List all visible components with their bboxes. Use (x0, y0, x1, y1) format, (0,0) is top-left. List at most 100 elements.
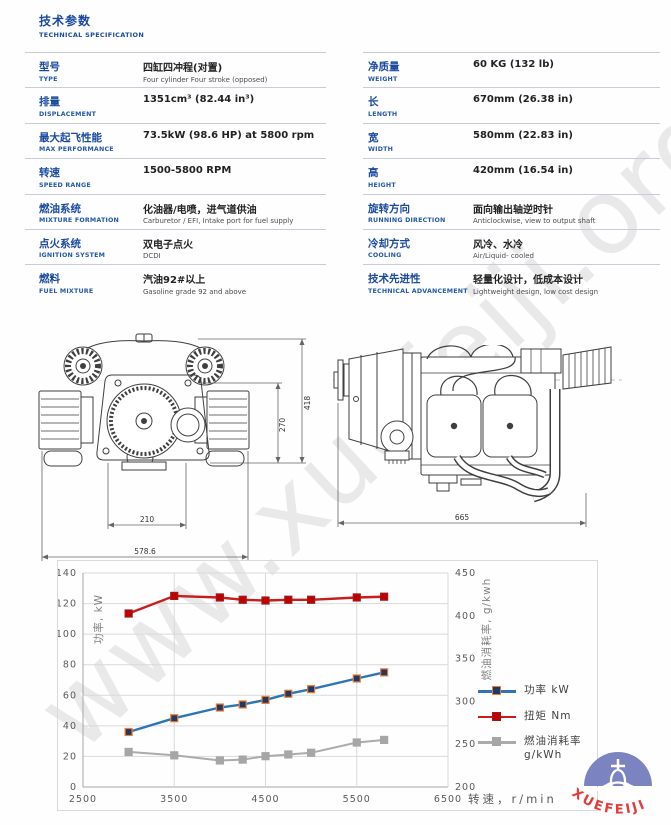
spec-value: 面向输出轴逆时针 (473, 204, 553, 216)
spec-label-zh: 型号 (39, 61, 60, 73)
svg-text:6500: 6500 (434, 794, 462, 805)
spec-label-en: SPEED RANGE (39, 181, 91, 189)
legend-swatch (478, 711, 516, 723)
spec-value: 化油器/电喷，进气道供油 (143, 204, 257, 216)
page-subtitle: TECHNICAL SPECIFICATION (39, 31, 145, 39)
performance-chart-panel (57, 560, 598, 811)
dim-270: 270 (278, 418, 287, 433)
spec-value-sub: Lightweight design, low cost design (473, 287, 599, 296)
chart-legend: 功率 kW 扭矩 Nm 燃油消耗率 g/kWh (478, 684, 596, 775)
spec-label-en: MIXTURE FORMATION (39, 217, 120, 225)
spec-value-sub: Four cylinder Four stroke (opposed) (143, 75, 268, 84)
spec-value: 580mm (22.83 in) (473, 129, 573, 141)
spec-label-zh: 长 (368, 96, 379, 109)
spec-value: 670mm (26.38 in) (473, 94, 573, 106)
spec-label-zh: 冷却方式 (368, 237, 410, 250)
legend-item: 扭矩 Nm (478, 710, 596, 724)
engine-side-view-drawing: 665 (333, 345, 622, 527)
spec-label-en: TECHNICAL ADVANCEMENT (368, 287, 468, 295)
spec-value: 四缸四冲程(对置) (143, 63, 223, 74)
spec-label-zh: 最大起飞性能 (39, 131, 102, 144)
engine-front-view-drawing: 418 270 210 578.6 (38, 333, 312, 561)
svg-text:2500: 2500 (69, 794, 97, 805)
spec-label-en: DISPLACEMENT (39, 110, 97, 118)
spec-value-sub: Air/Liquid- cooled (473, 252, 534, 261)
dim-665: 665 (455, 513, 470, 522)
spec-label-en: HEIGHT (368, 181, 396, 189)
spec-row-max-performance: 最大起飞性能 MAX PERFORMANCE 73.5kW (98.6 HP) a… (25, 122, 326, 158)
spec-value-sub: Carburetor / EFI, Intake port for fuel s… (143, 217, 294, 226)
spec-label-en: WIDTH (368, 146, 394, 154)
legend-item: 功率 kW (478, 684, 596, 698)
svg-text:燃油消耗率, g/kwh: 燃油消耗率, g/kwh (480, 578, 493, 681)
svg-text:350: 350 (455, 654, 476, 665)
dim-210: 210 (140, 515, 155, 524)
dim-578-6: 578.6 (134, 547, 156, 556)
spec-label-zh: 转速 (39, 167, 60, 180)
spec-row-width: 宽 WIDTH 580mm (22.83 in) (363, 122, 660, 158)
spec-value: 轻量化设计，低成本设计 (473, 275, 583, 287)
spec-row-weight: 净质量 WEIGHT 60 KG (132 lb) (363, 52, 660, 87)
legend-label: 功率 kW (524, 684, 570, 696)
spec-label-en: COOLING (368, 252, 402, 260)
dim-418: 418 (303, 396, 312, 411)
spec-value-sub: DCDI (143, 252, 161, 261)
spec-label-zh: 旋转方向 (368, 202, 410, 215)
spec-value: 420mm (16.54 in) (473, 165, 573, 177)
page-header: 技术参数 TECHNICAL SPECIFICATION (39, 12, 144, 39)
spec-value: 60 KG (132 lb) (473, 59, 554, 70)
svg-text:100: 100 (58, 629, 77, 640)
spec-label-en: IGNITION SYSTEM (39, 252, 106, 260)
page-title: 技术参数 (39, 14, 92, 28)
spec-label-en: LENGTH (368, 110, 398, 118)
spec-value: 1500-5800 RPM (143, 165, 232, 177)
spec-label-zh: 宽 (368, 131, 379, 144)
svg-text:250: 250 (455, 739, 476, 750)
svg-text:200: 200 (455, 782, 476, 793)
svg-text:5500: 5500 (343, 794, 371, 805)
svg-text:20: 20 (63, 751, 77, 762)
svg-text:450: 450 (455, 568, 476, 579)
spec-label-en: WEIGHT (368, 75, 398, 83)
spec-label-en: FUEL MIXTURE (39, 287, 94, 295)
spec-value: 1351cm³ (82.44 in³) (143, 94, 255, 106)
spec-label-en: MAX PERFORMANCE (39, 146, 114, 154)
airplane-icon (576, 759, 660, 797)
chart-x-axis-title: 转速，r/min (468, 792, 557, 806)
svg-text:120: 120 (58, 599, 77, 610)
spec-value: 风冷、水冷 (473, 239, 523, 251)
spec-value: 73.5kW (98.6 HP) at 5800 rpm (143, 129, 315, 141)
svg-text:3500: 3500 (160, 794, 188, 805)
legend-label: 燃油消耗率 g/kWh (524, 735, 582, 761)
spec-label-zh: 排量 (39, 96, 60, 109)
spec-table-left: 型号 TYPE 四缸四冲程(对置)Four cylinder Four strok… (25, 52, 326, 300)
svg-text:80: 80 (63, 660, 77, 671)
svg-text:功率, kW: 功率, kW (92, 594, 105, 644)
spec-label-en: TYPE (39, 75, 58, 83)
svg-text:4500: 4500 (251, 794, 279, 805)
svg-text:140: 140 (58, 568, 77, 579)
spec-label-zh: 净质量 (368, 61, 400, 73)
spec-label-zh: 燃料 (39, 273, 60, 286)
legend-swatch (478, 736, 516, 748)
spec-label-en: RUNNING DIRECTION (368, 217, 446, 225)
xuefeiji-logo: XUEFEIJI (569, 752, 660, 818)
spec-label-zh: 燃油系统 (39, 202, 81, 215)
spec-label-zh: 高 (368, 167, 379, 180)
svg-text:60: 60 (63, 690, 77, 701)
spec-value: 双电子点火 (143, 239, 193, 251)
spec-row-type: 型号 TYPE 四缸四冲程(对置)Four cylinder Four strok… (25, 52, 326, 87)
spec-value-sub: Gasoline grade 92 and above (143, 287, 247, 296)
